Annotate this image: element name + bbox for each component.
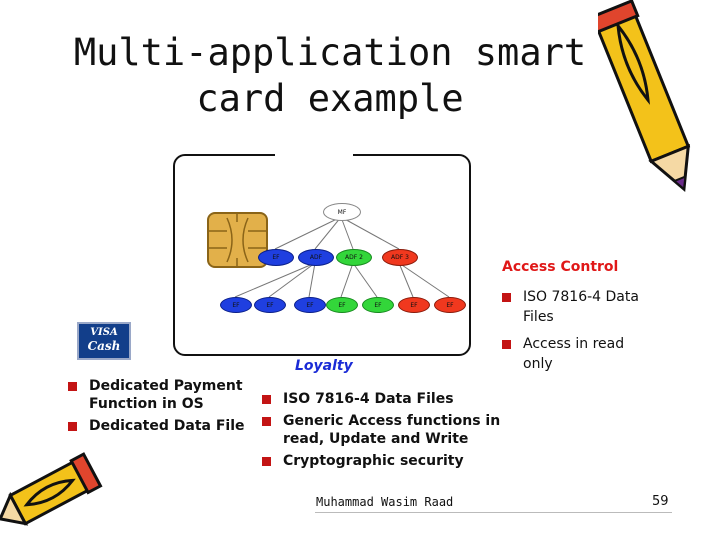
list-item: Cryptographic security bbox=[262, 452, 517, 470]
pencil-icon-top-right bbox=[598, 0, 691, 192]
ef-node: EF bbox=[220, 297, 252, 313]
loyalty-list: ISO 7816-4 Data Files Generic Access fun… bbox=[262, 390, 517, 474]
ef-node: EF bbox=[294, 297, 326, 313]
adf-node-loyalty: ADF 2 bbox=[336, 249, 372, 266]
list-item: Dedicated Data File bbox=[68, 417, 258, 435]
ef-node: EF bbox=[326, 297, 358, 313]
footer-divider bbox=[315, 512, 672, 513]
ef-node: EF bbox=[362, 297, 394, 313]
payment-list: Dedicated Payment Function in OS Dedicat… bbox=[68, 377, 258, 439]
logo-line-1: VISA bbox=[90, 327, 118, 338]
title-line-2: card example bbox=[196, 77, 464, 120]
master-file-node: MF bbox=[323, 203, 361, 221]
page-number: 59 bbox=[652, 494, 669, 509]
loyalty-heading: Loyalty bbox=[295, 358, 353, 374]
access-control-heading: Access Control bbox=[502, 259, 619, 275]
list-item: ISO 7816-4 Data Files bbox=[262, 390, 517, 408]
ef-node: EF bbox=[254, 297, 286, 313]
ef-node: EF bbox=[434, 297, 466, 313]
pencil-icon-bottom-left bbox=[0, 452, 103, 526]
diagram-frame-gap bbox=[275, 148, 353, 158]
list-item: Dedicated Payment Function in OS bbox=[68, 377, 258, 413]
chip-icon bbox=[207, 212, 268, 268]
ef-node: EF bbox=[398, 297, 430, 313]
adf-node-access: ADF 3 bbox=[382, 249, 418, 266]
logo-line-2: Cash bbox=[87, 339, 121, 353]
diagram-connectors bbox=[234, 216, 450, 298]
list-item: ISO 7816-4 Data Files bbox=[502, 287, 652, 327]
list-item: Generic Access functions in read, Update… bbox=[262, 412, 517, 448]
adf-node-payment-a: EF bbox=[258, 249, 294, 266]
slide-title: Multi-application smart card example bbox=[60, 30, 600, 122]
title-line-1: Multi-application smart bbox=[73, 31, 587, 74]
access-control-list: ISO 7816-4 Data Files Access in read onl… bbox=[502, 287, 652, 381]
footer-author: Muhammad Wasim Raad bbox=[316, 495, 454, 509]
visa-cash-logo: VISA Cash bbox=[77, 322, 131, 360]
list-item: Access in read only bbox=[502, 334, 652, 374]
adf-node-payment: ADF bbox=[298, 249, 334, 266]
